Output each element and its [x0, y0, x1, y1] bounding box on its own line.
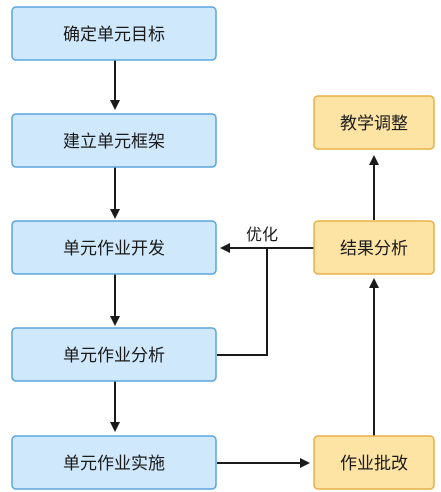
- connector-analyze-to-optimize: [217, 248, 268, 356]
- node-unit-homework-implementation: 单元作业实施: [11, 435, 217, 490]
- node-unit-homework-development: 单元作业开发: [11, 220, 217, 275]
- node-define-unit-goal: 确定单元目标: [11, 6, 217, 61]
- node-build-unit-frame: 建立单元框架: [11, 113, 217, 168]
- node-unit-homework-analysis: 单元作业分析: [11, 327, 217, 382]
- node-result-analysis: 结果分析: [313, 220, 435, 275]
- optimize-label: 优化: [246, 225, 278, 244]
- edges: 优化: [110, 60, 379, 468]
- node-teaching-adjustment-label: 教学调整: [340, 114, 408, 134]
- node-unit-homework-analysis-label: 单元作业分析: [63, 346, 165, 366]
- node-result-analysis-label: 结果分析: [340, 239, 408, 259]
- node-teaching-adjustment: 教学调整: [313, 95, 435, 150]
- node-unit-homework-implementation-label: 单元作业实施: [63, 454, 165, 474]
- node-build-unit-frame-label: 建立单元框架: [63, 132, 165, 152]
- node-define-unit-goal-label: 确定单元目标: [63, 25, 165, 45]
- node-homework-grading-label: 作业批改: [340, 454, 408, 474]
- node-unit-homework-development-label: 单元作业开发: [63, 239, 165, 259]
- node-homework-grading: 作业批改: [313, 435, 435, 490]
